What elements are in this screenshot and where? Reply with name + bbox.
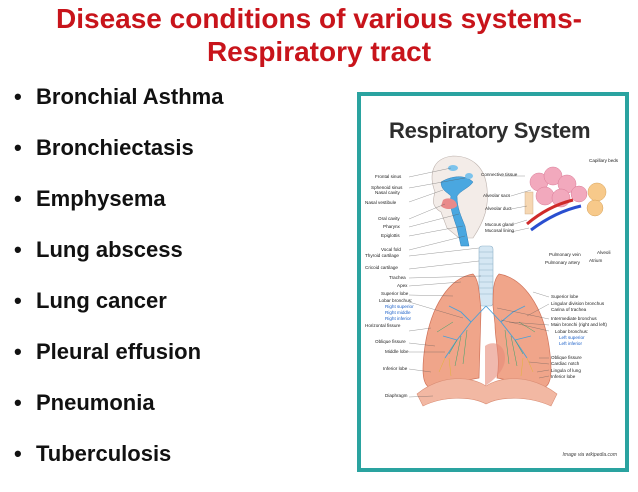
bullet-icon: •: [14, 237, 22, 262]
label-lingular-division-bronchus: Lingular division bronchus: [551, 301, 605, 306]
bullet-icon: •: [14, 339, 22, 364]
respiratory-illustration: [408, 155, 607, 407]
label-lobar-bronchus-left: Lobar bronchus:: [555, 329, 589, 334]
list-item: •Tuberculosis: [14, 441, 172, 466]
label-right-superior: Right superior: [385, 304, 414, 309]
label-inferior-lobe: Inferior lobe: [383, 366, 408, 371]
label-alveolar-sacs: Alveolar sacs: [483, 193, 511, 198]
bullet-icon: •: [14, 441, 22, 466]
bullet-icon: •: [14, 135, 22, 160]
list-item: •Lung abscess: [14, 237, 183, 262]
label-right-inferior: Right inferior: [385, 316, 412, 321]
label-pulmonary-artery: Pulmonary artery: [545, 260, 580, 265]
label-lingula-of-lung: Lingula of lung: [551, 368, 581, 373]
figure-title: Respiratory System: [389, 118, 591, 143]
list-item: •Lung cancer: [14, 288, 167, 313]
list-item: •Pleural effusion: [14, 339, 202, 364]
label-pulmonary-vein: Pulmonary vein: [549, 252, 581, 257]
respiratory-system-figure: Respiratory System Frontal sinus Sphenoi…: [357, 92, 629, 472]
label-superior-lobe: Superior lobe: [381, 291, 409, 296]
label-mucosal-lining: Mucosal lining: [485, 228, 515, 233]
label-diaphragm: Diaphragm: [385, 393, 408, 398]
label-left-inferior: Left inferior: [559, 341, 582, 346]
label-nasal-cavity: Nasal cavity: [375, 190, 400, 195]
label-oblique-fissure: Oblique fissure: [375, 339, 406, 344]
label-frontal-sinus: Frontal sinus: [375, 174, 402, 179]
label-horizontal-fissure: Horizontal fissure: [365, 323, 401, 328]
label-carina-of-trachea: Carina of trachea: [551, 307, 587, 312]
list-item: •Bronchial Asthma: [14, 84, 224, 109]
label-capillary-beds: Capillary beds: [589, 158, 619, 163]
label-thyroid-cartilage: Thyroid cartilage: [365, 253, 399, 258]
image-credit: Image via wikipedia.com: [562, 452, 617, 458]
bullet-icon: •: [14, 288, 22, 313]
label-alveoli: Alveoli: [597, 250, 611, 255]
slide-title: Disease conditions of various systems- R…: [0, 2, 638, 68]
list-item: •Emphysema: [14, 186, 166, 211]
label-nasal-vestibule: Nasal vestibule: [365, 200, 397, 205]
bullet-icon: •: [14, 186, 22, 211]
label-epiglottis: Epiglottis: [381, 233, 400, 238]
label-trachea: Trachea: [389, 275, 406, 280]
label-lobar-bronchus: Lobar bronchus:: [379, 298, 413, 303]
label-inferior-lobe-left: Inferior lobe: [551, 374, 576, 379]
label-oblique-fissure-left: Oblique fissure: [551, 355, 582, 360]
label-left-superior: Left superior: [559, 335, 585, 340]
label-superior-lobe-left-lung: Superior lobe: [551, 294, 579, 299]
list-item: •Bronchiectasis: [14, 135, 194, 160]
label-alveolar-duct: Alveolar duct: [485, 206, 512, 211]
label-sphenoid-sinus: Sphenoid sinus: [371, 185, 403, 190]
label-pharynx: Pharynx: [383, 224, 400, 229]
slide-title-line-2: Respiratory tract: [206, 36, 432, 67]
label-middle-lobe: Middle lobe: [385, 349, 409, 354]
label-atrium: Atrium: [589, 258, 603, 263]
bullet-icon: •: [14, 84, 22, 109]
label-mucous-gland: Mucous gland: [485, 222, 514, 227]
list-item: •Pneumonia: [14, 390, 155, 415]
label-apex: Apex: [397, 283, 408, 288]
label-oral-cavity: Oral cavity: [378, 216, 400, 221]
slide-title-line-1: Disease conditions of various systems-: [56, 3, 582, 34]
disease-list: •Bronchial Asthma •Bronchiectasis •Emphy…: [14, 84, 223, 492]
label-intermediate-bronchus: Intermediate bronchus: [551, 316, 597, 321]
label-main-bronchi: Main bronchi (right and left): [551, 322, 607, 327]
label-right-middle: Right middle: [385, 310, 411, 315]
label-cricoid-cartilage: Cricoid cartilage: [365, 265, 398, 270]
bullet-icon: •: [14, 390, 22, 415]
label-vocal-fold: Vocal fold: [381, 247, 401, 252]
label-connective-tissue: Connective tissue: [481, 172, 518, 177]
label-cardiac-notch: Cardiac notch: [551, 361, 580, 366]
